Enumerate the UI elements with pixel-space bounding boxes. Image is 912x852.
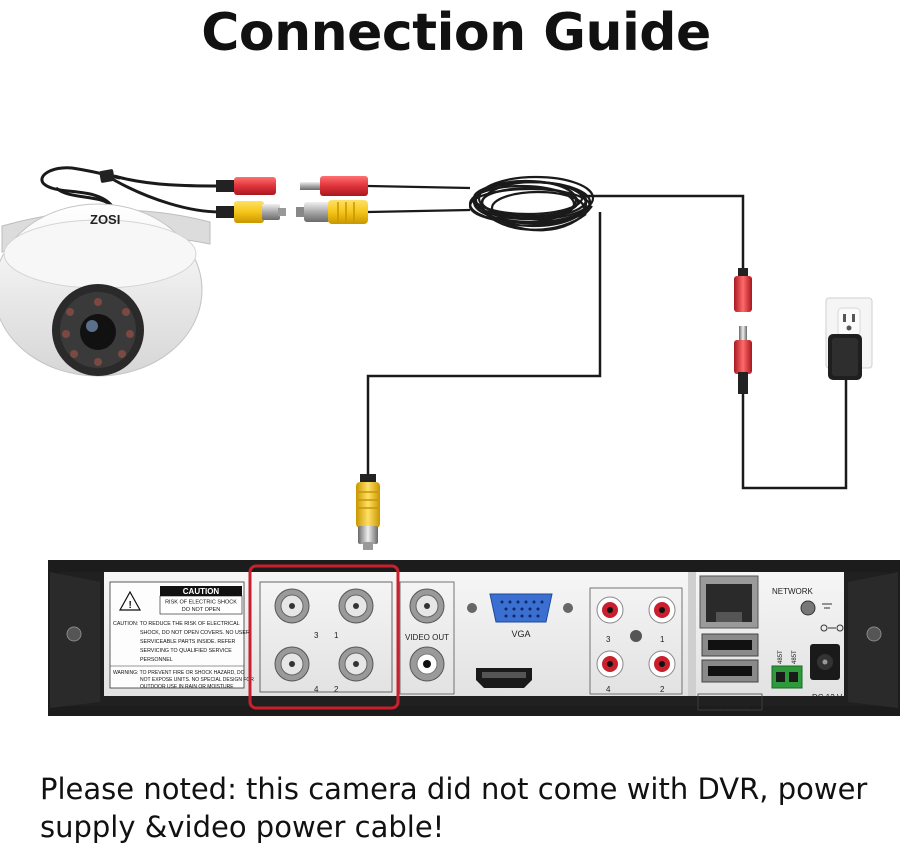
network-port: NETWORK [699, 575, 832, 629]
audio-in-label: AUDIO IN [618, 695, 654, 704]
page-title: Connection Guide [201, 3, 711, 63]
video-in-number: 4 [314, 685, 319, 694]
rs485-label: 485T [792, 650, 798, 664]
audio-in-number: 3 [606, 635, 611, 644]
usb-ports: USB 2.0 USB MOUSE [697, 633, 763, 711]
camera-bnc-connector [216, 201, 286, 223]
disclaimer-line: Please noted: this camera did not come w… [40, 772, 868, 806]
usb-label: USB MOUSE [710, 704, 750, 711]
caution-label: ! CAUTION RISK OF ELECTRIC SHOCK DO NOT … [109, 581, 254, 690]
warning-text-line: NOT EXPOSE UNITS. NO SPECIAL DESIGN FOR [140, 677, 254, 683]
caution-text-line: SERVICING TO QUALIFIED SERVICE [140, 648, 232, 654]
video-in-number: 3 [314, 631, 319, 640]
caution-box-line: DO NOT OPEN [182, 607, 220, 613]
video-in-highlight [248, 564, 400, 710]
cable-coil [367, 175, 595, 232]
caution-heading: CAUTION [183, 587, 220, 596]
disclaimer-line: supply &video power cable! [40, 810, 445, 844]
audio-in-number: 4 [606, 685, 611, 694]
caution-box-line: RISK OF ELECTRIC SHOCK [165, 600, 237, 606]
svg-text:!: ! [129, 600, 132, 611]
dome-camera: ZOSI [0, 166, 221, 377]
vga-label: VGA [511, 629, 530, 639]
warning-text-line: WARNING: TO PREVENT FIRE OR SHOCK HAZARD… [113, 670, 245, 676]
camera-power-connector [216, 177, 276, 195]
cable-power-plug [300, 176, 368, 196]
disclaimer-note: Please noted: this camera did not come w… [40, 770, 900, 846]
video-in-number: 2 [334, 685, 339, 694]
rca-port [596, 596, 624, 624]
rs485-terminal: 485T 485T [771, 650, 803, 689]
vga-port: VGA [467, 593, 573, 639]
rs485-label: 485T [778, 650, 784, 664]
bnc-port [274, 646, 310, 682]
rca-port [648, 650, 676, 678]
audio-out-port: AUDIO OUT [405, 646, 450, 704]
hdmi-port [476, 668, 532, 688]
power-female-connector [734, 268, 752, 312]
dvr-recorder: ! CAUTION RISK OF ELECTRIC SHOCK DO NOT … [48, 560, 900, 716]
caution-text-line: CAUTION: TO REDUCE THE RISK OF ELECTRICA… [113, 621, 240, 627]
bnc-port [338, 646, 374, 682]
video-out-label: VIDEO OUT [405, 633, 449, 642]
video-cable-run [366, 212, 602, 476]
rca-port [596, 650, 624, 678]
video-in-label: VIDEO IN [308, 695, 343, 704]
video-in-ports: 3 1 4 2 VIDEO IN [259, 581, 393, 704]
dc-label: DC 12 V [812, 693, 843, 702]
bnc-port [338, 588, 374, 624]
cable-bnc-plug [296, 200, 368, 224]
dc-power-jack: DC 12 V [810, 624, 844, 702]
caution-text-line: SHOCK, DO NOT OPEN COVERS. NO USER [140, 630, 250, 636]
video-out-port: VIDEO OUT [399, 581, 455, 695]
bnc-plug-to-dvr [356, 474, 380, 550]
power-cable-run [586, 194, 848, 490]
power-male-connector [734, 326, 752, 394]
warning-text-line: OUTDOOR USE IN RAIN OR MOISTURE [140, 684, 234, 690]
audio-in-ports: 3 1 4 2 AUDIO IN [589, 587, 683, 704]
audio-out-label: AUDIO OUT [405, 695, 450, 704]
bnc-port [274, 588, 310, 624]
power-adapter [828, 334, 862, 380]
caution-text-line: SERVICEABLE PARTS INSIDE. REFER [140, 639, 236, 645]
audio-in-number: 1 [660, 635, 665, 644]
audio-in-number: 2 [660, 685, 665, 694]
camera-brand: ZOSI [90, 212, 120, 227]
network-label: NETWORK [772, 587, 814, 596]
usb-label: USB 2.0 [718, 696, 743, 703]
rca-port [648, 596, 676, 624]
video-in-number: 1 [334, 631, 339, 640]
caution-text-line: PERSONNEL [140, 657, 173, 663]
